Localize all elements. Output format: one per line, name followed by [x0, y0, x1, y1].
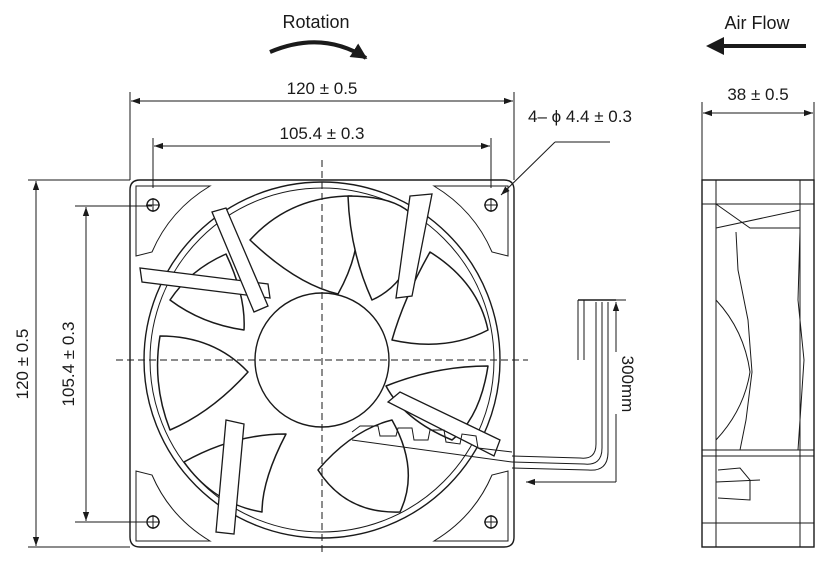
fan-struts	[139, 193, 501, 535]
cable-length-dimension	[526, 299, 626, 486]
mounting-hole-icon	[146, 515, 160, 529]
fan-frame	[129, 179, 515, 548]
rotation-label: Rotation	[282, 12, 349, 32]
dimension-height-outer	[28, 179, 130, 548]
fan-blades	[156, 195, 489, 513]
fan-front-view	[116, 160, 528, 552]
height-hole-label: 105.4 ± 0.3	[59, 322, 78, 407]
mount-hole-leader	[500, 141, 610, 196]
fan-side-view	[701, 179, 815, 548]
cable-length-label: 300mm	[618, 356, 637, 413]
lead-wires	[511, 299, 616, 471]
dimension-height-hole	[75, 205, 152, 523]
mount-hole-label: 4– ϕ 4.4 ± 0.3	[528, 107, 632, 126]
width-hole-label: 105.4 ± 0.3	[280, 124, 365, 143]
rotation-arrow	[269, 40, 368, 60]
dimension-depth	[701, 102, 815, 180]
depth-label: 38 ± 0.5	[727, 85, 788, 104]
width-outer-label: 120 ± 0.5	[287, 79, 358, 98]
wire-channel	[351, 425, 513, 453]
mounting-hole-icon	[146, 198, 160, 212]
air-flow-arrow	[706, 37, 806, 55]
air-flow-label: Air Flow	[724, 13, 790, 33]
mounting-hole-icon	[484, 198, 498, 212]
mounting-hole-icon	[484, 515, 498, 529]
height-outer-label: 120 ± 0.5	[13, 329, 32, 400]
dimension-width-outer	[129, 92, 515, 180]
